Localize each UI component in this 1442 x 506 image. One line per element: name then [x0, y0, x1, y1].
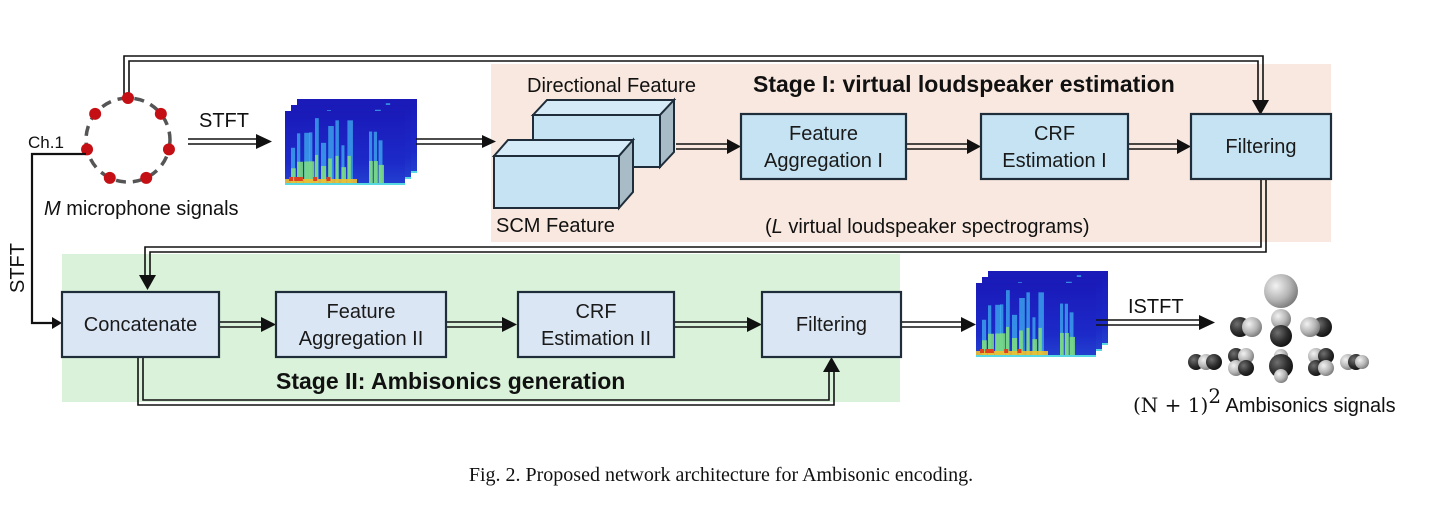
- microphone-dot: [154, 107, 167, 120]
- microphone-dot: [140, 171, 153, 184]
- arrowhead-to-filter1: [1177, 139, 1191, 154]
- features-arrowhead: [482, 135, 496, 148]
- bypass-top-arrowhead: [1252, 100, 1269, 115]
- arrowhead-to-crf2: [502, 317, 517, 332]
- svg-text:Aggregation II: Aggregation II: [299, 328, 424, 350]
- svg-text:Feature: Feature: [789, 123, 858, 145]
- stage2-title: Stage II: Ambisonics generation: [276, 368, 625, 394]
- microphone-array: [81, 92, 175, 184]
- microphone-dot: [122, 92, 134, 104]
- scm-feature-block: [491, 137, 636, 211]
- arrowhead-to-crf1: [967, 139, 981, 154]
- feature-aggregation-1-box: Feature Aggregation I: [739, 112, 908, 181]
- feature-aggregation-2-box: Feature Aggregation II: [274, 290, 448, 359]
- harmonic-order-0: [1264, 274, 1298, 308]
- output-spectrogram-arrowhead: [961, 317, 976, 332]
- svg-text:Filtering: Filtering: [1225, 136, 1296, 158]
- input-spectrogram-stack: [285, 99, 417, 185]
- concatenate-arrowhead: [139, 275, 156, 290]
- istft-arrowhead: [1199, 315, 1215, 330]
- filter-to-output-arrow: [902, 321, 962, 328]
- directional-feature-label: Directional Feature: [527, 75, 696, 97]
- scm-feature-label: SCM Feature: [496, 215, 615, 237]
- channel1-arrowhead: [52, 317, 62, 329]
- crf-estimation-1-box: CRF Estimation I: [979, 112, 1130, 181]
- filtering-1-box: Filtering: [1189, 112, 1333, 181]
- spectrogram-layer: [285, 111, 405, 185]
- stage2-bypass-arrowhead: [823, 357, 840, 372]
- stage2-bypass-line: [137, 357, 835, 406]
- istft-arrow: [1096, 319, 1200, 326]
- microphone-label: M microphone signals: [44, 198, 239, 220]
- output-spectrogram-stack: [976, 271, 1108, 357]
- crf-estimation-2-box: CRF Estimation II: [516, 290, 676, 359]
- stft-arrowhead: [256, 134, 272, 149]
- microphone-dot: [162, 143, 175, 156]
- channel1-line: [30, 152, 86, 325]
- stage1-to-stage2-line: [144, 180, 1267, 275]
- svg-text:Filtering: Filtering: [796, 314, 867, 336]
- stage1-arrows: [676, 143, 1178, 150]
- microphone-dot: [89, 107, 102, 120]
- harmonic-order-2: [1188, 348, 1369, 383]
- microphone-dot: [81, 143, 94, 156]
- concatenate-box: Concatenate: [60, 290, 221, 359]
- spherical-harmonics-icon: [1188, 274, 1369, 383]
- channel-label: Ch.1: [28, 133, 64, 152]
- spectrogram-layer: [976, 283, 1096, 357]
- mic-ring: [84, 96, 172, 184]
- arrowhead-to-fa1: [727, 139, 741, 154]
- svg-text:Concatenate: Concatenate: [84, 314, 197, 336]
- stft-top-label: STFT: [199, 110, 249, 132]
- istft-label: ISTFT: [1128, 296, 1184, 318]
- stage1-title: Stage I: virtual loudspeaker estimation: [753, 71, 1175, 97]
- arrowhead-to-filter2: [747, 317, 762, 332]
- svg-text:Feature: Feature: [327, 301, 396, 323]
- stft-arrow: [188, 138, 258, 145]
- bypass-line-top: [123, 55, 1264, 100]
- arrowhead-to-fa2: [261, 317, 276, 332]
- svg-text:Estimation II: Estimation II: [541, 328, 651, 350]
- virtual-loudspeaker-note: (L virtual loudspeaker spectrograms): [765, 216, 1090, 238]
- stage2-arrows: [219, 321, 748, 328]
- microphone-dot: [103, 171, 116, 184]
- svg-text:CRF: CRF: [575, 301, 616, 323]
- stft-side-label: STFT: [7, 243, 29, 293]
- harmonic-order-1: [1230, 309, 1332, 347]
- figure-caption: Fig. 2. Proposed network architecture fo…: [468, 464, 974, 486]
- svg-text:Estimation I: Estimation I: [1002, 150, 1106, 172]
- spectrogram-to-features-arrow: [416, 138, 482, 145]
- ambisonics-output-label: (N + 1)2 Ambisonics signals: [1133, 384, 1396, 417]
- svg-text:CRF: CRF: [1034, 123, 1075, 145]
- filtering-2-box: Filtering: [760, 290, 903, 359]
- svg-text:Aggregation I: Aggregation I: [764, 150, 883, 172]
